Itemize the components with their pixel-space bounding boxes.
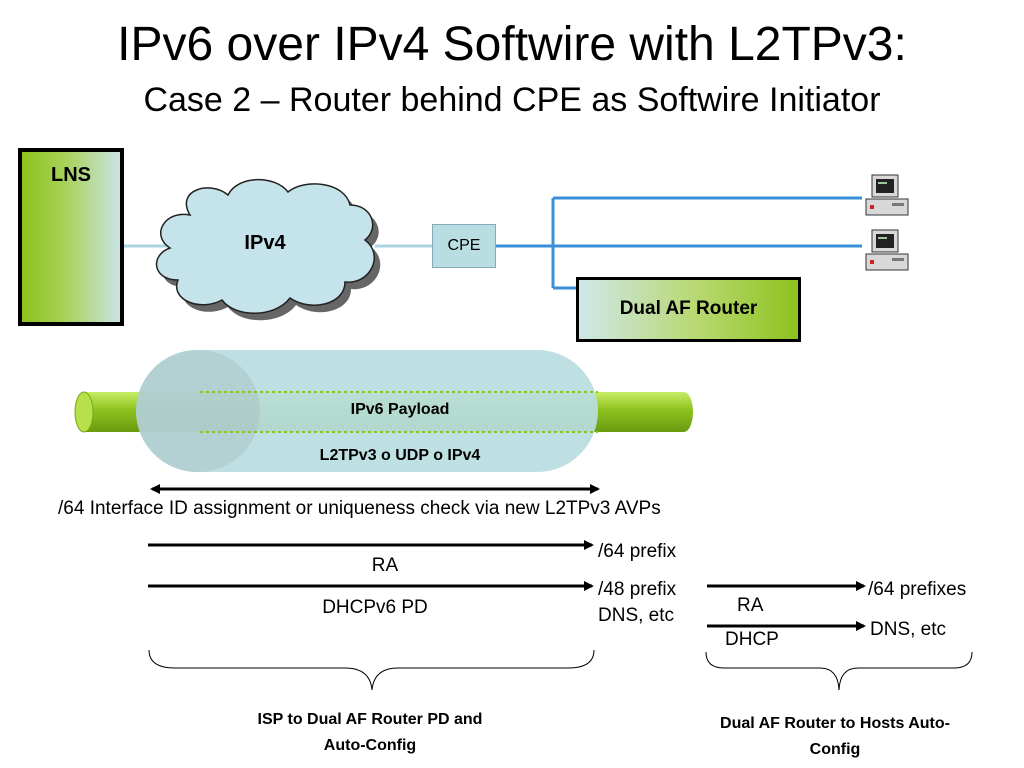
isp-ra-label: RA bbox=[371, 555, 399, 576]
ipv4-cloud-label: IPv4 bbox=[244, 232, 286, 254]
host-dhcp-label: DHCP bbox=[725, 629, 779, 650]
isp-brace bbox=[148, 649, 595, 691]
page-subtitle: Case 2 – Router behind CPE as Softwire I… bbox=[143, 81, 881, 119]
host-brace bbox=[705, 651, 973, 691]
computer-icon bbox=[865, 174, 909, 216]
host-caption: Dual AF Router to Hosts Auto- Config bbox=[680, 711, 990, 763]
host-dhcp-result: DNS, etc bbox=[870, 619, 947, 640]
host-caption-line-2: Config bbox=[809, 741, 861, 758]
ipv4-cloud bbox=[155, 178, 375, 314]
host-caption-line-1: Dual AF Router to Hosts Auto- bbox=[720, 715, 950, 732]
page-title: IPv6 over IPv4 Softwire with L2TPv3: bbox=[117, 18, 907, 71]
tunnel-inner-label: IPv6 Payload bbox=[350, 401, 450, 418]
cpe-host-links bbox=[496, 196, 862, 290]
dual-af-router-box: Dual AF Router bbox=[576, 277, 801, 342]
outer-tunnel-capsule bbox=[136, 350, 598, 472]
tunnel-end-shade bbox=[136, 350, 260, 472]
isp-dhcp-result-1: /48 prefix bbox=[598, 579, 677, 600]
isp-ra-result: /64 prefix bbox=[598, 541, 677, 562]
interface-id-note: /64 Interface ID assignment or uniquenes… bbox=[58, 498, 661, 519]
isp-dhcp-label: DHCPv6 PD bbox=[322, 597, 428, 618]
lns-box: LNS bbox=[18, 148, 124, 326]
tunnel-outer-label: L2TPv3 o UDP o IPv4 bbox=[319, 447, 481, 464]
computer-icon bbox=[865, 229, 909, 271]
isp-caption: ISP to Dual AF Router PD and Auto-Config bbox=[200, 707, 540, 759]
host-ra-result: /64 prefixes bbox=[868, 579, 967, 600]
isp-caption-line-1: ISP to Dual AF Router PD and bbox=[257, 711, 483, 728]
host-ra-label: RA bbox=[737, 595, 764, 616]
lns-label: LNS bbox=[51, 164, 91, 186]
isp-dhcp-result-2: DNS, etc bbox=[598, 605, 675, 626]
isp-caption-line-2: Auto-Config bbox=[323, 737, 417, 754]
cpe-box: CPE bbox=[432, 224, 496, 268]
